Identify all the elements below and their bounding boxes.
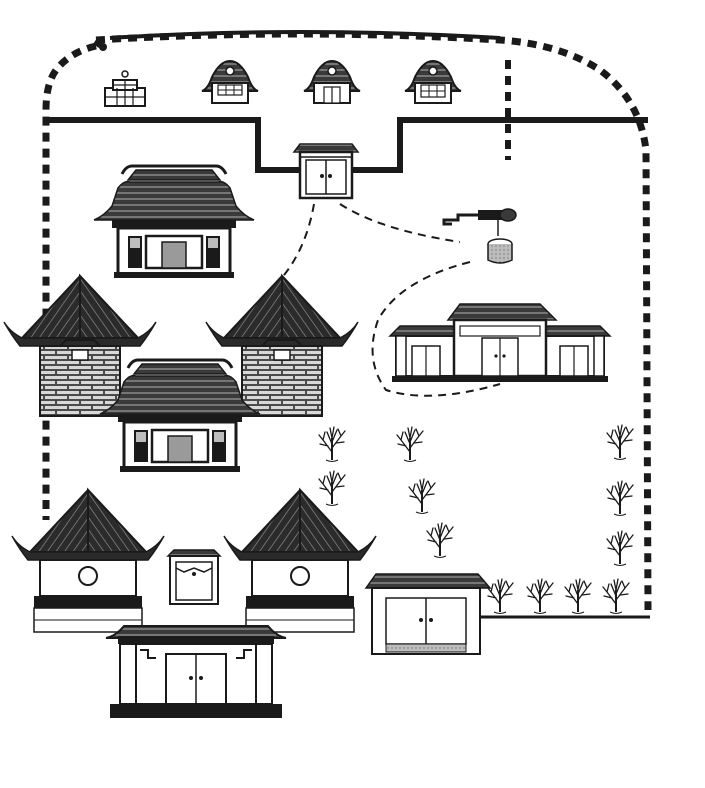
compound-wall xyxy=(42,30,652,619)
inner-gate xyxy=(292,143,360,200)
tower-pavilion-1 xyxy=(104,70,146,107)
well-icon xyxy=(442,208,517,264)
courtyard-path xyxy=(279,203,501,397)
arched-pavilion-2 xyxy=(303,59,361,104)
bare-tree-icon xyxy=(396,426,424,463)
bare-tree-icon xyxy=(318,470,346,507)
bare-tree-icon xyxy=(606,424,634,461)
west-gable-wing-left xyxy=(3,275,157,417)
south-gable-tower-left xyxy=(11,489,165,633)
bare-tree-icon xyxy=(526,578,554,615)
arched-pavilion-3 xyxy=(404,59,462,104)
bare-tree-icon xyxy=(606,530,634,567)
bare-tree-icon xyxy=(564,578,592,615)
main-hall-upper xyxy=(92,164,256,280)
main-gate xyxy=(105,625,287,718)
east-side-gate xyxy=(364,573,492,655)
main-hall-middle xyxy=(98,358,262,474)
arched-pavilion-1 xyxy=(201,59,259,104)
bare-tree-icon xyxy=(602,578,630,615)
wall-corner-marker xyxy=(99,43,107,51)
bare-tree-icon xyxy=(426,522,454,559)
bare-tree-icon xyxy=(606,480,634,517)
east-hall-group xyxy=(388,303,612,382)
bare-tree-icon xyxy=(486,578,514,615)
west-gable-wing-right xyxy=(205,275,359,417)
screen-gate xyxy=(166,549,222,605)
bare-tree-icon xyxy=(318,426,346,463)
south-gable-tower-right xyxy=(223,489,377,633)
bare-tree-icon xyxy=(408,478,436,515)
